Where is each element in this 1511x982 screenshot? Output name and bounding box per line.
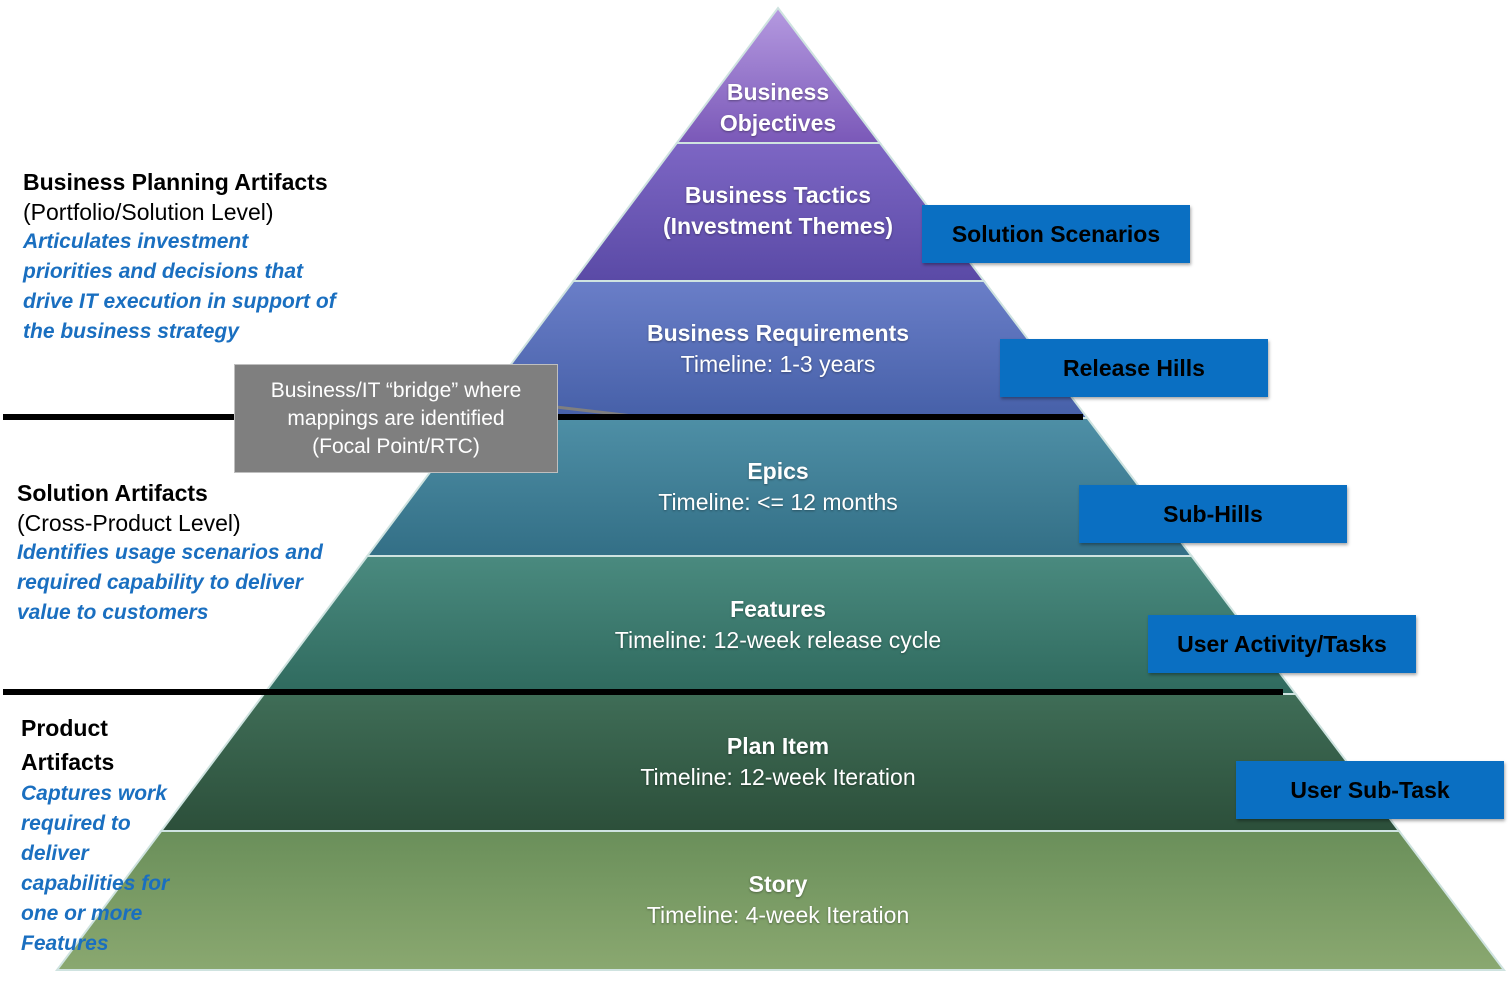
tag-solution-scenarios: Solution Scenarios <box>922 205 1190 263</box>
group-desc-line: value to customers <box>17 601 209 624</box>
tier-timeline: Timeline: 4-week Iteration <box>646 902 910 928</box>
group-desc-line: drive IT execution in support of <box>23 290 336 313</box>
tier-epics: Epics Timeline: <= 12 months <box>658 456 898 518</box>
tag-user-activity-tasks: User Activity/Tasks <box>1148 615 1416 673</box>
group-desc-line: Captures work <box>21 782 167 805</box>
tier-title: Story <box>748 871 808 897</box>
group-title-line2: Artifacts <box>21 749 115 775</box>
group-desc-line: Articulates investment <box>23 230 249 253</box>
tag-sub-hills: Sub-Hills <box>1079 485 1347 543</box>
tier-timeline: Timeline: 12-week release cycle <box>614 627 942 653</box>
tier-title: Features <box>730 596 826 622</box>
tier-business-tactics: Business Tactics (Investment Themes) <box>663 180 893 242</box>
group-level: (Cross-Product Level) <box>17 510 241 536</box>
group-desc-line: capabilities for <box>21 872 170 895</box>
group-solution: Solution Artifacts (Cross-Product Level)… <box>17 478 367 628</box>
tier-timeline: Timeline: 12-week Iteration <box>640 764 916 790</box>
group-desc-line: required capability to deliver <box>17 571 303 594</box>
group-desc-line: one or more <box>21 902 143 925</box>
group-level: (Portfolio/Solution Level) <box>23 199 274 225</box>
bridge-line: mappings are identified <box>287 406 505 430</box>
tier-title-line2: (Investment Themes) <box>662 213 894 239</box>
group-desc-line: the business strategy <box>23 320 239 343</box>
tier-title: Plan Item <box>726 733 830 759</box>
group-desc-line: required to <box>21 812 131 835</box>
tier-business-requirements: Business Requirements Timeline: 1-3 year… <box>647 318 909 380</box>
group-business-planning: Business Planning Artifacts (Portfolio/S… <box>23 167 373 347</box>
tier-title: Business Requirements <box>646 320 910 346</box>
group-desc-line: deliver <box>21 842 89 865</box>
tier-features: Features Timeline: 12-week release cycle <box>615 594 941 656</box>
bridge-line: (Focal Point/RTC) <box>312 434 480 458</box>
tier-title: Business <box>726 79 830 105</box>
tier-story: Story Timeline: 4-week Iteration <box>647 869 909 931</box>
tier-shape-story <box>55 830 1507 971</box>
bridge-line: Business/IT “bridge” where <box>270 378 522 402</box>
tag-user-sub-task: User Sub-Task <box>1236 761 1504 819</box>
group-desc-line: Features <box>21 932 109 955</box>
tier-title: Epics <box>747 458 809 484</box>
divider-solution-product <box>3 689 1283 695</box>
tier-business-objectives: Business Objectives <box>720 77 836 139</box>
tier-timeline: Timeline: <= 12 months <box>658 489 898 515</box>
tier-title: Business Tactics <box>684 182 872 208</box>
group-title: Product <box>21 715 108 741</box>
group-desc-line: Identifies usage scenarios and <box>17 541 323 564</box>
bridge-callout: Business/IT “bridge” where mappings are … <box>234 364 558 473</box>
group-title: Solution Artifacts <box>17 480 208 506</box>
tier-title-line2: Objectives <box>719 110 837 136</box>
group-product: Product Artifacts Captures work required… <box>21 711 221 959</box>
tag-release-hills: Release Hills <box>1000 339 1268 397</box>
tier-plan-item: Plan Item Timeline: 12-week Iteration <box>640 731 915 793</box>
group-title: Business Planning Artifacts <box>23 169 328 195</box>
group-desc-line: priorities and decisions that <box>23 260 304 283</box>
tier-timeline: Timeline: 1-3 years <box>680 351 876 377</box>
